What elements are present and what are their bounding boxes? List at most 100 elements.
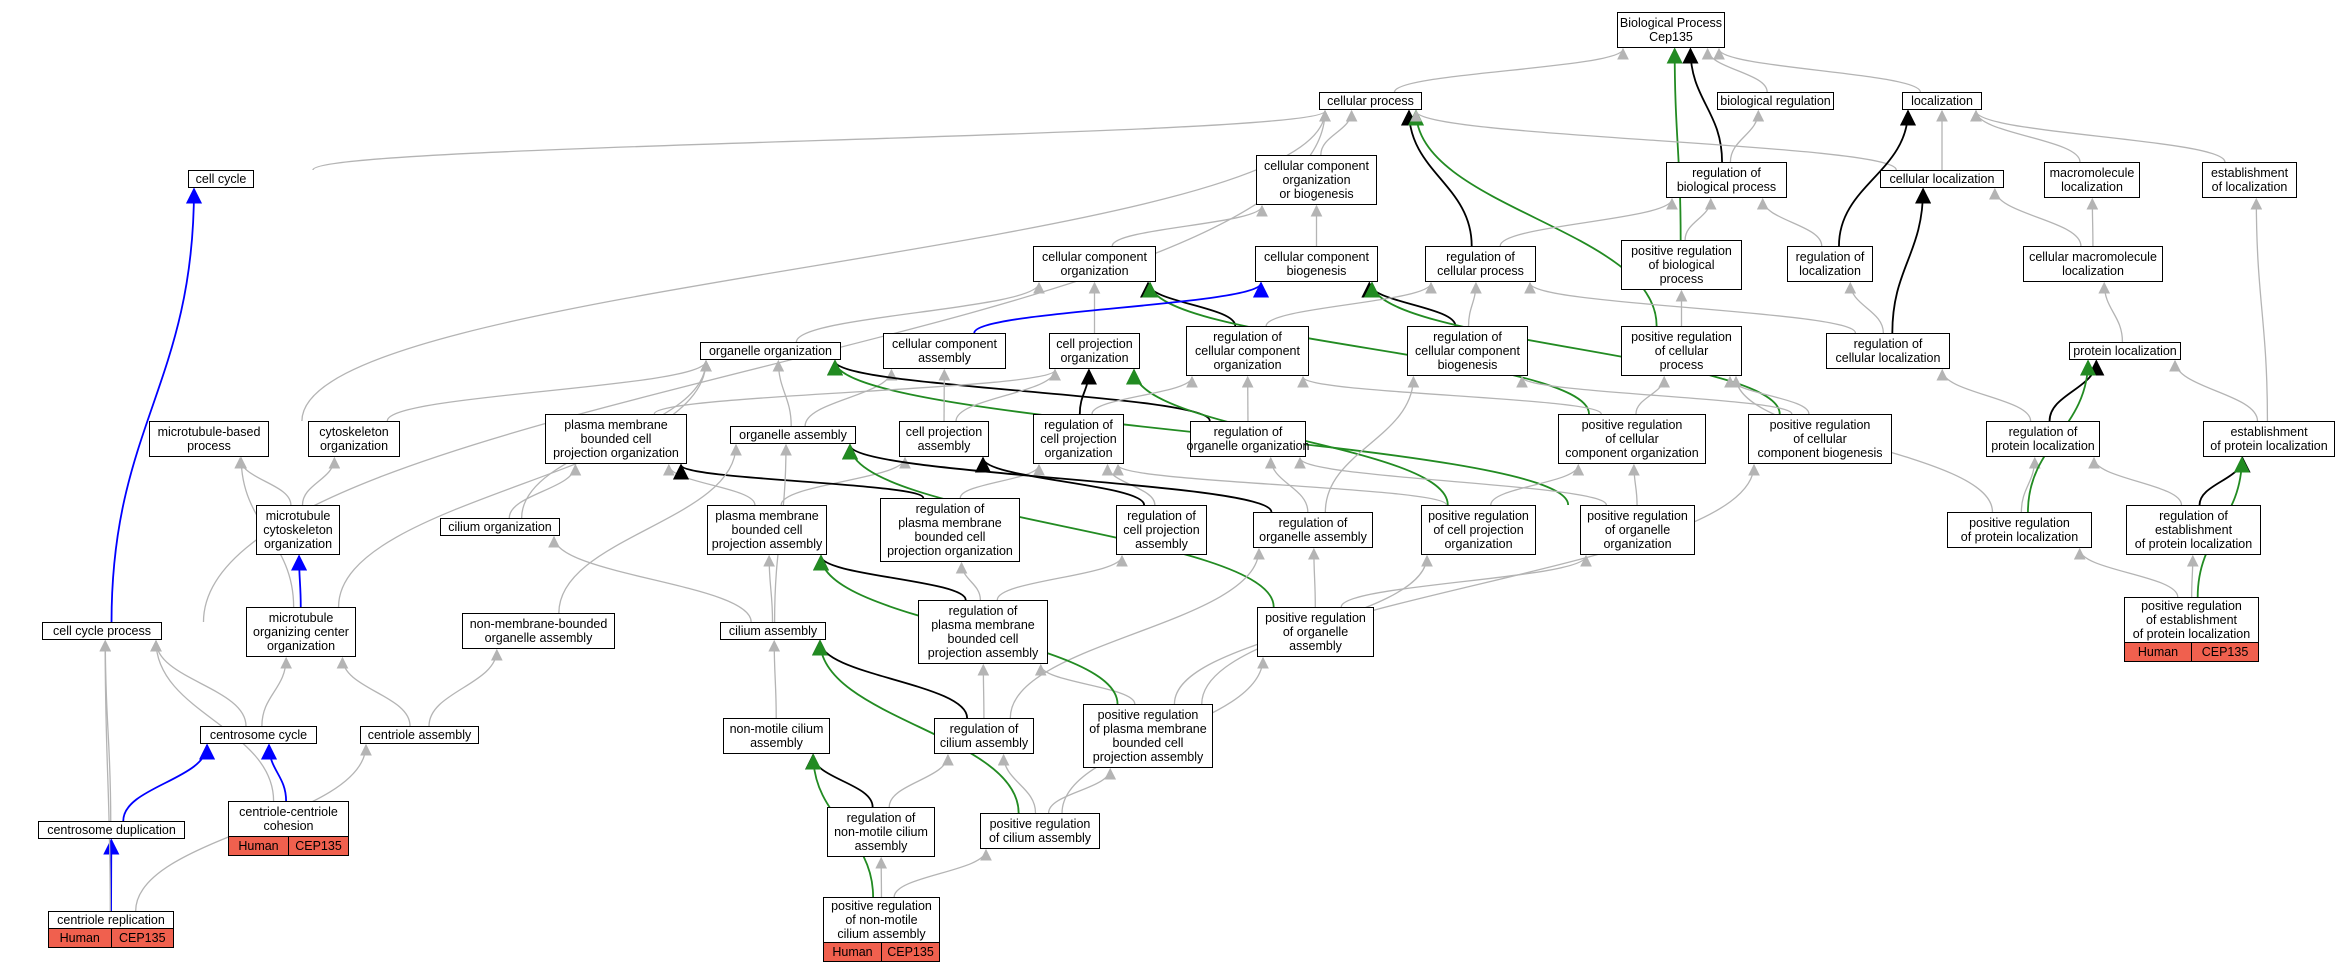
go-term-label-line: assembly xyxy=(750,736,803,750)
edge-is-a xyxy=(1047,767,1117,814)
go-term-label-line: component biogenesis xyxy=(1757,446,1883,460)
go-term-cellular-process[interactable]: cellular process xyxy=(1319,92,1422,110)
go-term-centrosome-duplication[interactable]: centrosome duplication xyxy=(38,821,185,839)
go-term-cellular-localization[interactable]: cellular localization xyxy=(1880,170,2004,188)
go-term-label-line: of biological xyxy=(1648,258,1715,272)
species-tag[interactable]: Human xyxy=(823,942,882,962)
species-tag[interactable]: Human xyxy=(228,836,289,856)
go-term-label-line: macromolecule xyxy=(2049,166,2135,180)
go-term-centriole-replication[interactable]: centriole replication xyxy=(48,911,174,929)
edge-is-a xyxy=(1989,187,2082,247)
go-term-localization[interactable]: localization xyxy=(1902,92,1982,110)
edge-is-a xyxy=(1111,204,1268,247)
go-term-centrosome-cycle[interactable]: centrosome cycle xyxy=(200,726,317,744)
go-term-label-line: projection organization xyxy=(887,544,1013,558)
edge-is-a xyxy=(1936,368,2032,422)
edge-positively-regulates xyxy=(1142,281,1590,415)
edge-is-a xyxy=(1628,463,1640,506)
gene-tag[interactable]: CEP135 xyxy=(111,928,174,948)
go-term-label-line: bounded cell xyxy=(914,530,986,544)
species-tag[interactable]: Human xyxy=(48,928,112,948)
gene-tag[interactable]: CEP135 xyxy=(2192,642,2259,662)
go-term-biological-regulation[interactable]: biological regulation xyxy=(1717,92,1834,110)
edge-is-a xyxy=(2186,554,2199,598)
go-term-label-line: regulation of xyxy=(1278,516,1348,530)
go-term-label-line: cell projection xyxy=(1123,523,1200,537)
go-term-organelle-assembly[interactable]: organelle assembly xyxy=(730,426,856,444)
go-term-cilium-organization[interactable]: cilium organization xyxy=(440,518,560,536)
go-term-protein-localization[interactable]: protein localization xyxy=(2069,342,2181,360)
go-term-label-line: of protein localization xyxy=(2134,537,2253,551)
go-term-centriole-assembly[interactable]: centriole assembly xyxy=(360,726,479,744)
go-term-label-line: bounded cell xyxy=(947,632,1019,646)
go-term-cell-cycle[interactable]: cell cycle xyxy=(188,170,254,188)
go-term-organelle-organization[interactable]: organelle organization xyxy=(700,342,841,360)
edge-is-a xyxy=(1701,47,1768,93)
edge-is-a xyxy=(508,463,582,519)
gene-tag[interactable]: CEP135 xyxy=(289,836,349,856)
go-term-cilium-assembly[interactable]: cilium assembly xyxy=(720,622,826,640)
species-tag[interactable]: Human xyxy=(2124,642,2192,662)
go-term-cell-cycle-process[interactable]: cell cycle process xyxy=(42,622,162,640)
go-term-label-line: cellular localization xyxy=(1889,172,1995,186)
edge-is-a xyxy=(977,663,990,719)
go-term-label-line: Biological Process xyxy=(1619,16,1723,30)
go-term-label-line: cilium assembly xyxy=(939,736,1029,750)
gene-tag[interactable]: CEP135 xyxy=(882,942,940,962)
edge-regulates xyxy=(842,443,1273,513)
go-term-label-line: localization xyxy=(1911,94,1973,108)
